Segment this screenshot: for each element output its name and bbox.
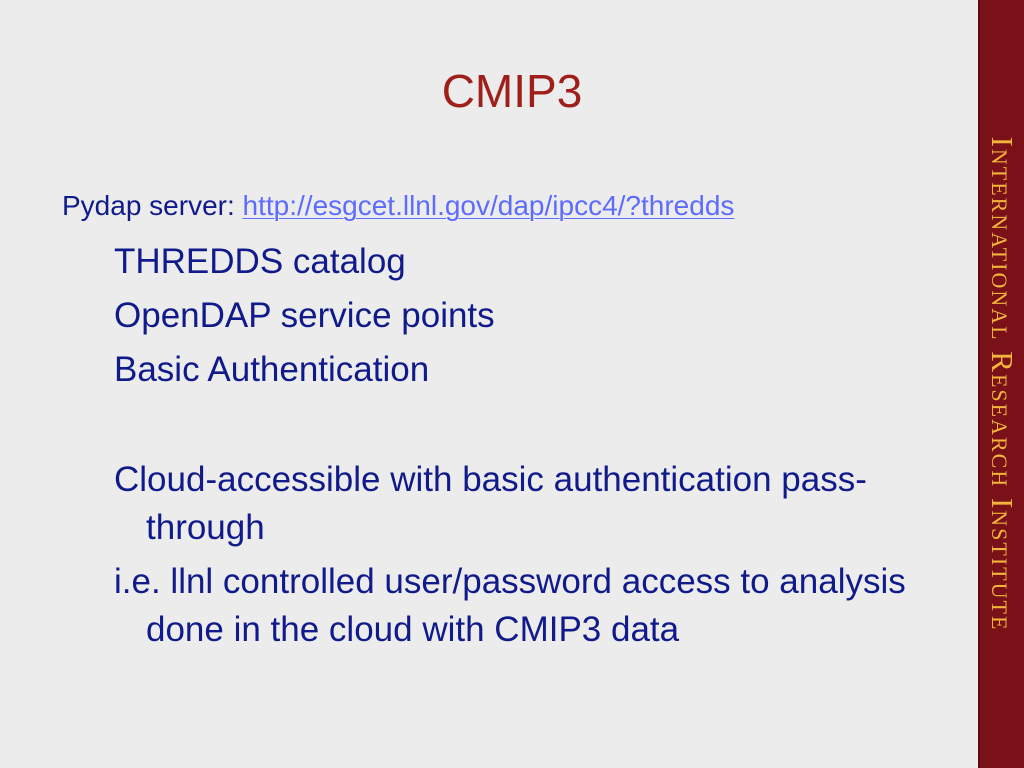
slide-content: CMIP3 Pydap server: http://esgcet.llnl.g… <box>62 65 906 649</box>
bullet-thredds-catalog: THREDDS catalog <box>114 242 406 281</box>
pydap-server-link[interactable]: http://esgcet.llnl.gov/dap/ipcc4/?thredd… <box>242 190 735 221</box>
pydap-server-label: Pydap server: <box>62 190 235 221</box>
bullet-basic-authentication: Basic Authentication <box>114 350 430 389</box>
brand-sidebar: International Research Institute <box>978 0 1024 768</box>
slide-title: CMIP3 <box>441 65 583 117</box>
bullet-llnl-controlled-access: i.e. llnl controlled user/password acces… <box>114 562 906 649</box>
bullet-cloud-accessible: Cloud-accessible with basic authenticati… <box>114 460 867 547</box>
institute-brand-text: International Research Institute <box>985 136 1020 632</box>
bullet-opendap-service-points: OpenDAP service points <box>114 296 495 335</box>
pydap-server-line: Pydap server: http://esgcet.llnl.gov/dap… <box>62 188 734 224</box>
